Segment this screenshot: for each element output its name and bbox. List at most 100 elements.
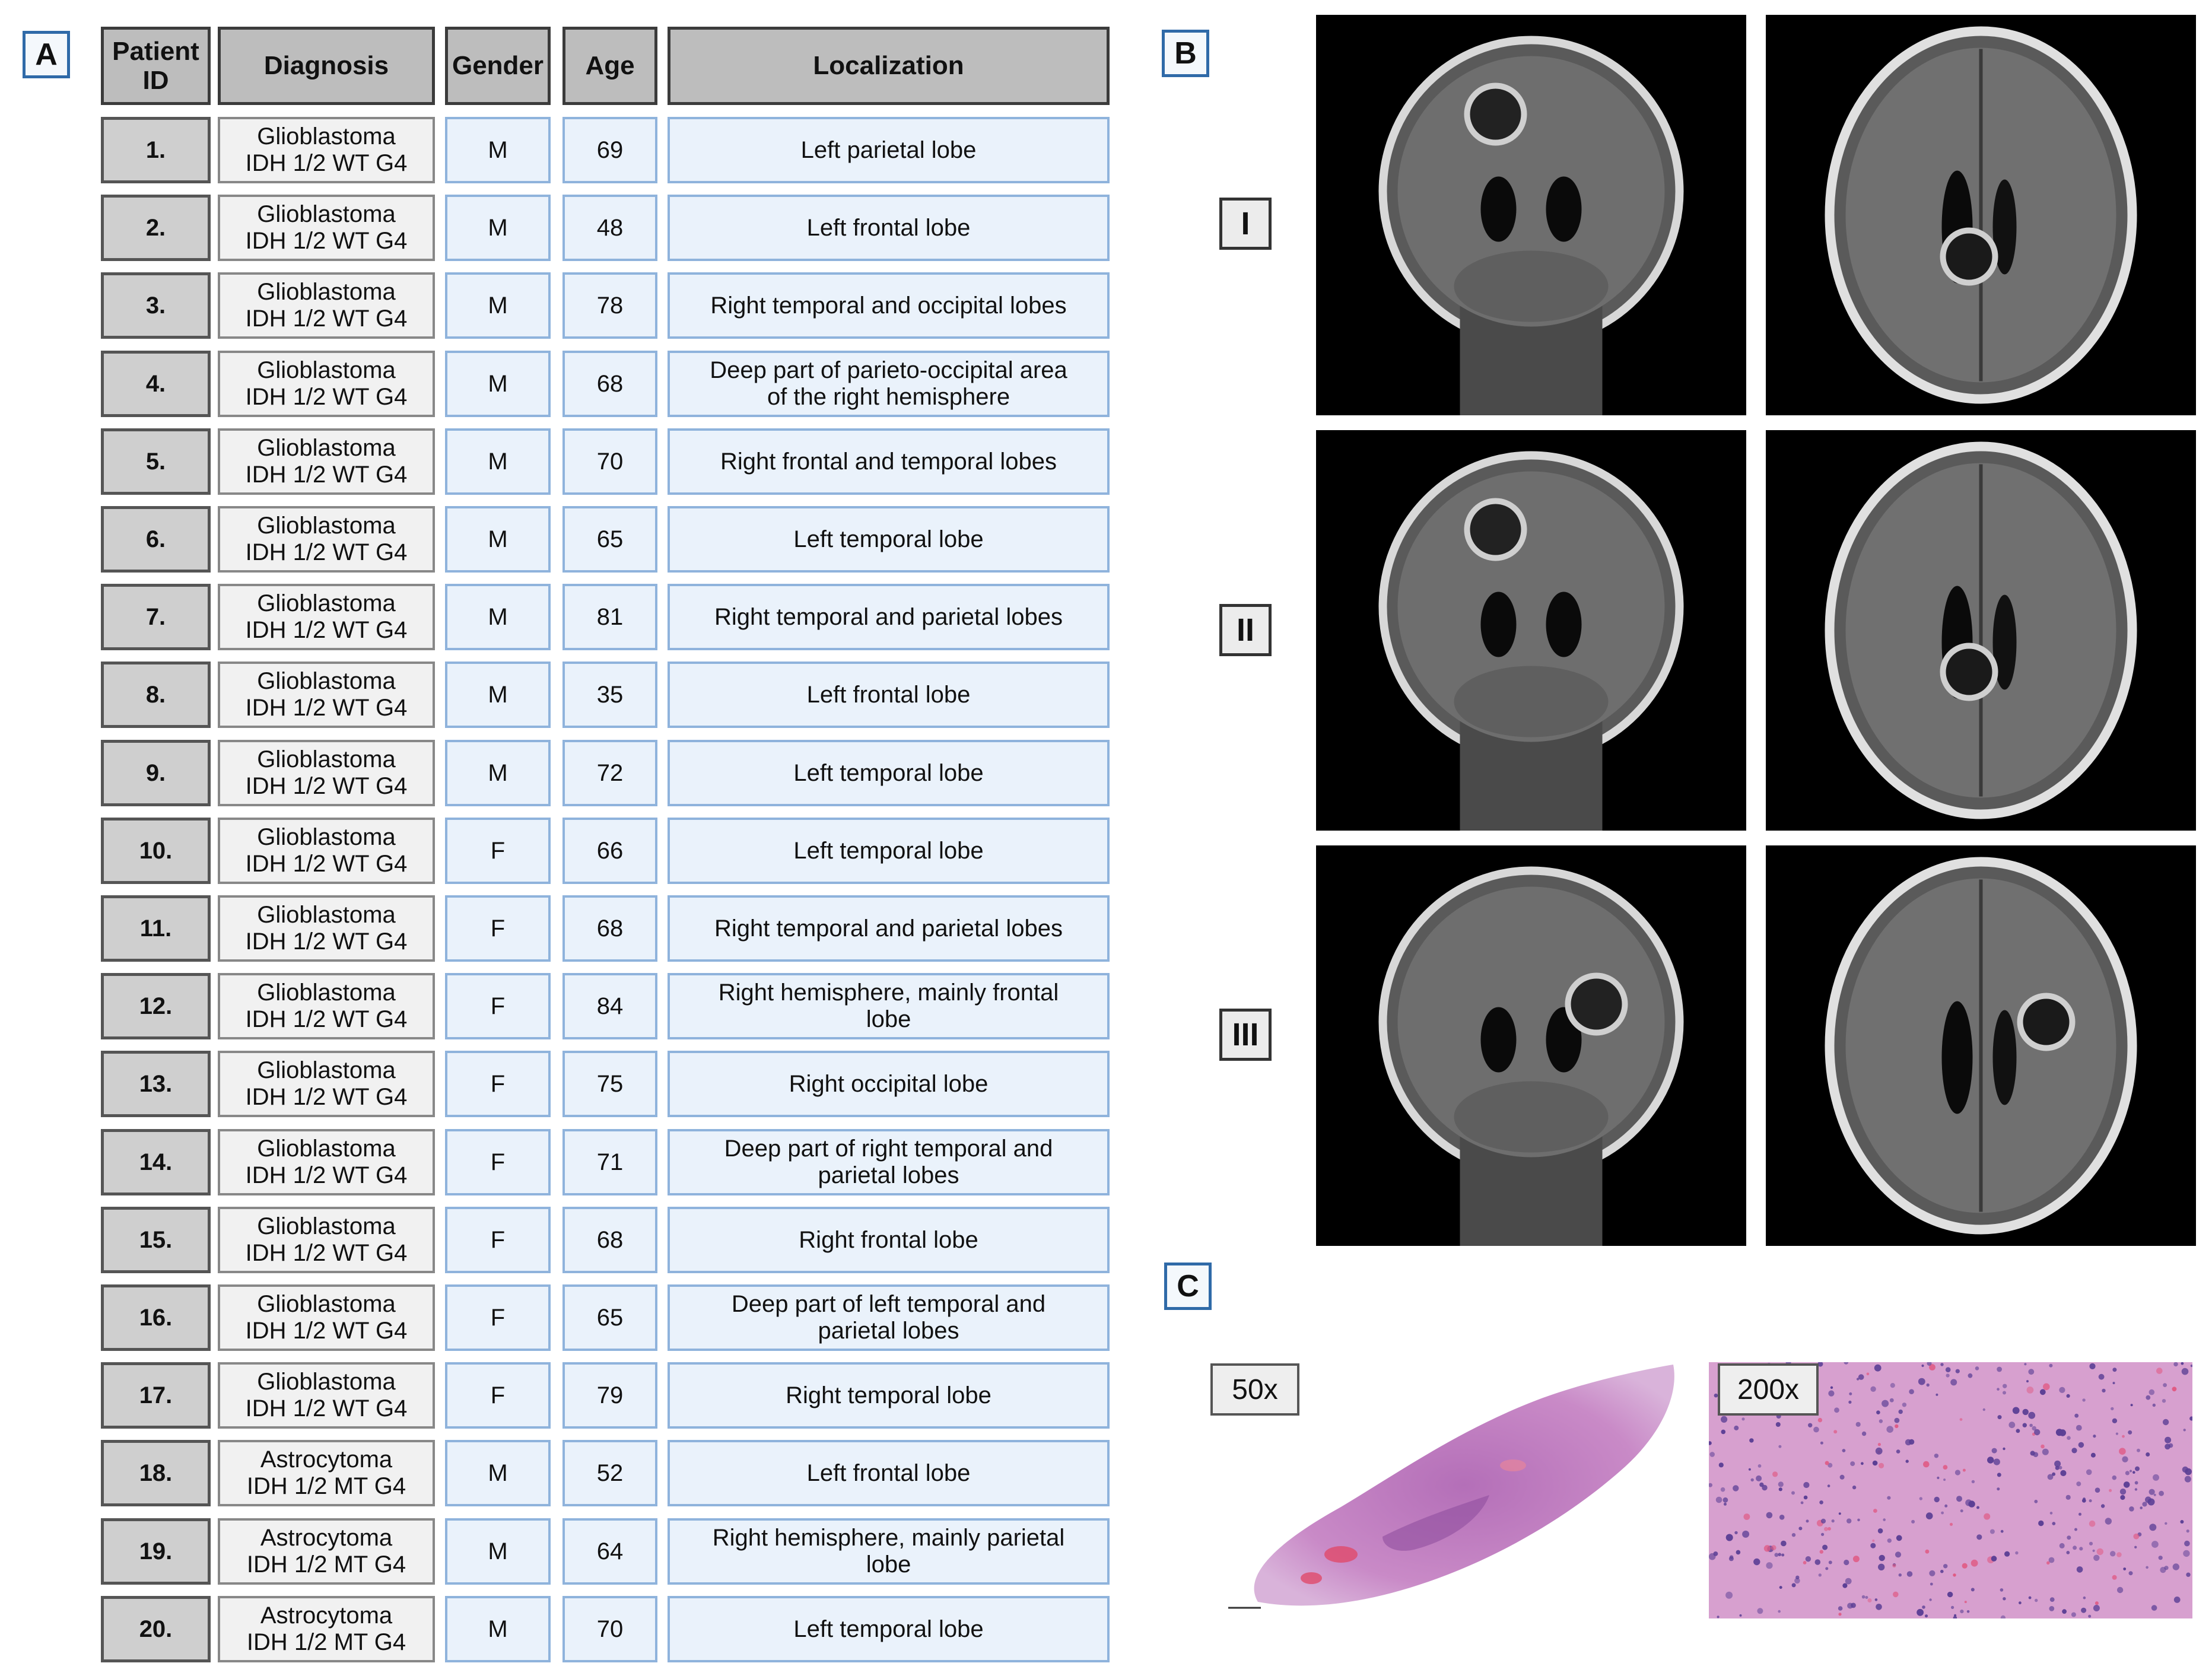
patient-id-cell: 14.: [101, 1129, 211, 1195]
age-cell: 66: [562, 818, 657, 884]
diagnosis-cell: Glioblastoma IDH 1/2 WT G4: [218, 1129, 435, 1195]
localization-cell: Right temporal and parietal lobes: [668, 895, 1110, 962]
mri-scan-svg: [1378, 36, 1684, 415]
mri-row-label: I: [1219, 198, 1272, 250]
patient-id-cell: 4.: [101, 351, 211, 417]
age-cell: 68: [562, 1207, 657, 1273]
mri-axial-image: [1766, 845, 2196, 1246]
diagnosis-cell: Glioblastoma IDH 1/2 WT G4: [218, 117, 435, 183]
patient-id-cell: 1.: [101, 117, 211, 183]
mri-scan-svg: [1825, 441, 2137, 819]
patient-id-cell: 15.: [101, 1207, 211, 1273]
diagnosis-cell: Glioblastoma IDH 1/2 WT G4: [218, 195, 435, 261]
patient-id-cell: 5.: [101, 428, 211, 495]
gender-cell: F: [445, 1284, 551, 1351]
panel-label-b: B: [1162, 30, 1209, 77]
gender-cell: M: [445, 506, 551, 573]
gender-cell: M: [445, 740, 551, 806]
gender-cell: F: [445, 895, 551, 962]
age-cell: 78: [562, 272, 657, 339]
gender-cell: M: [445, 117, 551, 183]
localization-cell: Deep part of left temporal and parietal …: [668, 1284, 1110, 1351]
diagnosis-cell: Glioblastoma IDH 1/2 WT G4: [218, 428, 435, 495]
gender-cell: M: [445, 272, 551, 339]
mri-coronal-image: [1316, 430, 1746, 831]
diagnosis-cell: Glioblastoma IDH 1/2 WT G4: [218, 895, 435, 962]
age-cell: 68: [562, 351, 657, 417]
patient-id-cell: 16.: [101, 1284, 211, 1351]
diagnosis-cell: Glioblastoma IDH 1/2 WT G4: [218, 584, 435, 650]
localization-cell: Right frontal lobe: [668, 1207, 1110, 1273]
localization-cell: Right occipital lobe: [668, 1051, 1110, 1117]
diagnosis-cell: Glioblastoma IDH 1/2 WT G4: [218, 1051, 435, 1117]
gender-cell: F: [445, 1129, 551, 1195]
mri-scan-svg: [1378, 866, 1684, 1246]
patient-id-cell: 3.: [101, 272, 211, 339]
age-cell: 81: [562, 584, 657, 650]
mri-row-label: II: [1219, 604, 1272, 656]
age-cell: 71: [562, 1129, 657, 1195]
gender-cell: F: [445, 1207, 551, 1273]
localization-cell: Right hemisphere, mainly frontal lobe: [668, 973, 1110, 1039]
patient-id-cell: 7.: [101, 584, 211, 650]
mri-row-label: III: [1219, 1009, 1272, 1061]
localization-cell: Deep part of right temporal and parietal…: [668, 1129, 1110, 1195]
gender-cell: F: [445, 818, 551, 884]
localization-cell: Left temporal lobe: [668, 1596, 1110, 1662]
localization-cell: Left frontal lobe: [668, 662, 1110, 728]
patient-id-cell: 13.: [101, 1051, 211, 1117]
patient-id-cell: 12.: [101, 973, 211, 1039]
localization-cell: Right temporal lobe: [668, 1362, 1110, 1429]
gender-cell: M: [445, 662, 551, 728]
header-diagnosis: Diagnosis: [218, 27, 435, 105]
localization-cell: Right temporal and parietal lobes: [668, 584, 1110, 650]
gender-cell: M: [445, 1518, 551, 1585]
localization-cell: Left frontal lobe: [668, 195, 1110, 261]
diagnosis-cell: Glioblastoma IDH 1/2 WT G4: [218, 272, 435, 339]
diagnosis-cell: Glioblastoma IDH 1/2 WT G4: [218, 740, 435, 806]
diagnosis-cell: Glioblastoma IDH 1/2 WT G4: [218, 1362, 435, 1429]
age-cell: 79: [562, 1362, 657, 1429]
localization-cell: Left frontal lobe: [668, 1440, 1110, 1506]
age-cell: 35: [562, 662, 657, 728]
panel-label-a: A: [23, 31, 70, 78]
patient-id-cell: 19.: [101, 1518, 211, 1585]
patient-id-cell: 11.: [101, 895, 211, 962]
age-cell: 72: [562, 740, 657, 806]
diagnosis-cell: Glioblastoma IDH 1/2 WT G4: [218, 506, 435, 573]
age-cell: 69: [562, 117, 657, 183]
mri-coronal-image: [1316, 845, 1746, 1246]
localization-cell: Left parietal lobe: [668, 117, 1110, 183]
gender-cell: F: [445, 1051, 551, 1117]
patient-id-cell: 20.: [101, 1596, 211, 1662]
header-gender: Gender: [445, 27, 551, 105]
localization-cell: Right temporal and occipital lobes: [668, 272, 1110, 339]
header-localization: Localization: [668, 27, 1110, 105]
mri-scan-svg: [1378, 451, 1684, 831]
gender-cell: F: [445, 973, 551, 1039]
diagnosis-cell: Glioblastoma IDH 1/2 WT G4: [218, 662, 435, 728]
age-cell: 52: [562, 1440, 657, 1506]
mri-scan-svg: [1825, 857, 2137, 1235]
localization-cell: Left temporal lobe: [668, 740, 1110, 806]
gender-cell: M: [445, 195, 551, 261]
panel-label-c: C: [1164, 1263, 1212, 1310]
age-cell: 84: [562, 973, 657, 1039]
header-patient-id: Patient ID: [101, 27, 211, 105]
patient-id-cell: 8.: [101, 662, 211, 728]
age-cell: 48: [562, 195, 657, 261]
patient-id-cell: 10.: [101, 818, 211, 884]
gender-cell: F: [445, 1362, 551, 1429]
gender-cell: M: [445, 584, 551, 650]
localization-cell: Right hemisphere, mainly parietal lobe: [668, 1518, 1110, 1585]
patient-id-cell: 6.: [101, 506, 211, 573]
gender-cell: M: [445, 1596, 551, 1662]
age-cell: 64: [562, 1518, 657, 1585]
localization-cell: Left temporal lobe: [668, 818, 1110, 884]
age-cell: 70: [562, 1596, 657, 1662]
age-cell: 70: [562, 428, 657, 495]
localization-cell: Deep part of parieto-occipital area of t…: [668, 351, 1110, 417]
mri-scan-svg: [1825, 26, 2137, 404]
magnification-label-50x: 50x: [1210, 1363, 1299, 1416]
diagnosis-cell: Glioblastoma IDH 1/2 WT G4: [218, 1284, 435, 1351]
